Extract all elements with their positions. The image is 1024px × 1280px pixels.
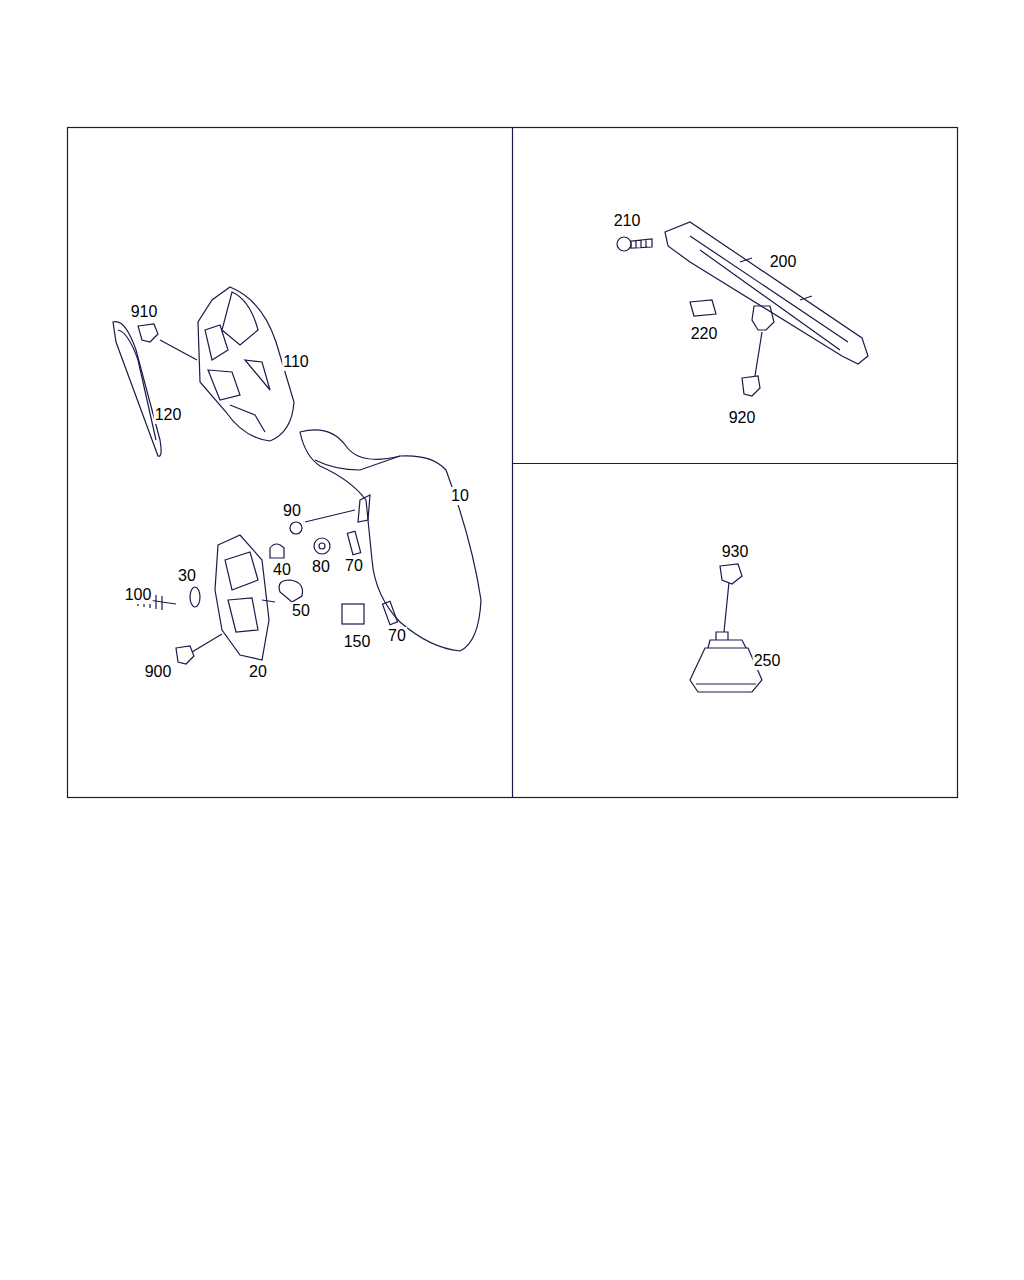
- callout-number: 250: [753, 652, 782, 670]
- mirror-cover: [300, 430, 481, 651]
- clip: [382, 601, 397, 624]
- mirror-glass: [113, 322, 161, 457]
- socket: [319, 543, 325, 549]
- leader-line: [755, 332, 762, 376]
- callout-number: 70: [344, 557, 364, 575]
- cover-detail: [315, 456, 400, 522]
- callout-number: 30: [177, 567, 197, 585]
- callout-number: 930: [721, 543, 750, 561]
- screw: [631, 239, 652, 248]
- callout-number: 110: [282, 353, 310, 371]
- bulb: [279, 580, 302, 602]
- mirror-glass-edge: [118, 330, 156, 440]
- leader-line: [305, 510, 355, 522]
- mirror-housing: [198, 287, 294, 441]
- callout-number: 920: [728, 409, 757, 427]
- callout-number: 80: [311, 558, 331, 576]
- rail-detail: [690, 236, 848, 350]
- lamp-detail: [696, 632, 756, 684]
- callout-number: 40: [272, 561, 292, 579]
- callout-number: 20: [248, 663, 268, 681]
- leader-line: [192, 634, 222, 652]
- grommet: [290, 522, 302, 534]
- callout-number: 50: [291, 602, 311, 620]
- washer: [190, 587, 200, 607]
- callout-number: 150: [343, 633, 372, 651]
- callout-number: 910: [130, 303, 159, 321]
- callout-number: 210: [613, 212, 642, 230]
- callout-number: 70: [387, 627, 407, 645]
- callout-number: 200: [769, 253, 798, 271]
- connector-tag: [138, 324, 158, 342]
- screw-head: [617, 237, 631, 251]
- module: [342, 604, 364, 624]
- leader-line: [160, 340, 197, 360]
- rail: [665, 222, 868, 364]
- callout-number: 10: [450, 487, 470, 505]
- lamp-housing: [690, 648, 762, 692]
- connector-tag: [742, 376, 760, 396]
- connector-tag: [720, 564, 742, 584]
- panel-divider: [512, 128, 513, 798]
- mirror-bracket: [215, 535, 269, 660]
- panel-divider: [513, 463, 958, 464]
- clip: [347, 531, 360, 554]
- callout-number: 220: [690, 325, 719, 343]
- callout-number: 900: [144, 663, 173, 681]
- connector: [752, 306, 774, 330]
- bracket-detail: [225, 552, 275, 632]
- panel-frame: [68, 128, 958, 798]
- connector-tag: [176, 646, 194, 664]
- callout-number: 100: [124, 586, 153, 604]
- callout-number: 120: [154, 406, 183, 424]
- callout-number: 90: [282, 502, 302, 520]
- socket: [314, 538, 330, 554]
- clip: [690, 300, 716, 316]
- bulb: [270, 544, 284, 558]
- housing-detail: [205, 292, 270, 432]
